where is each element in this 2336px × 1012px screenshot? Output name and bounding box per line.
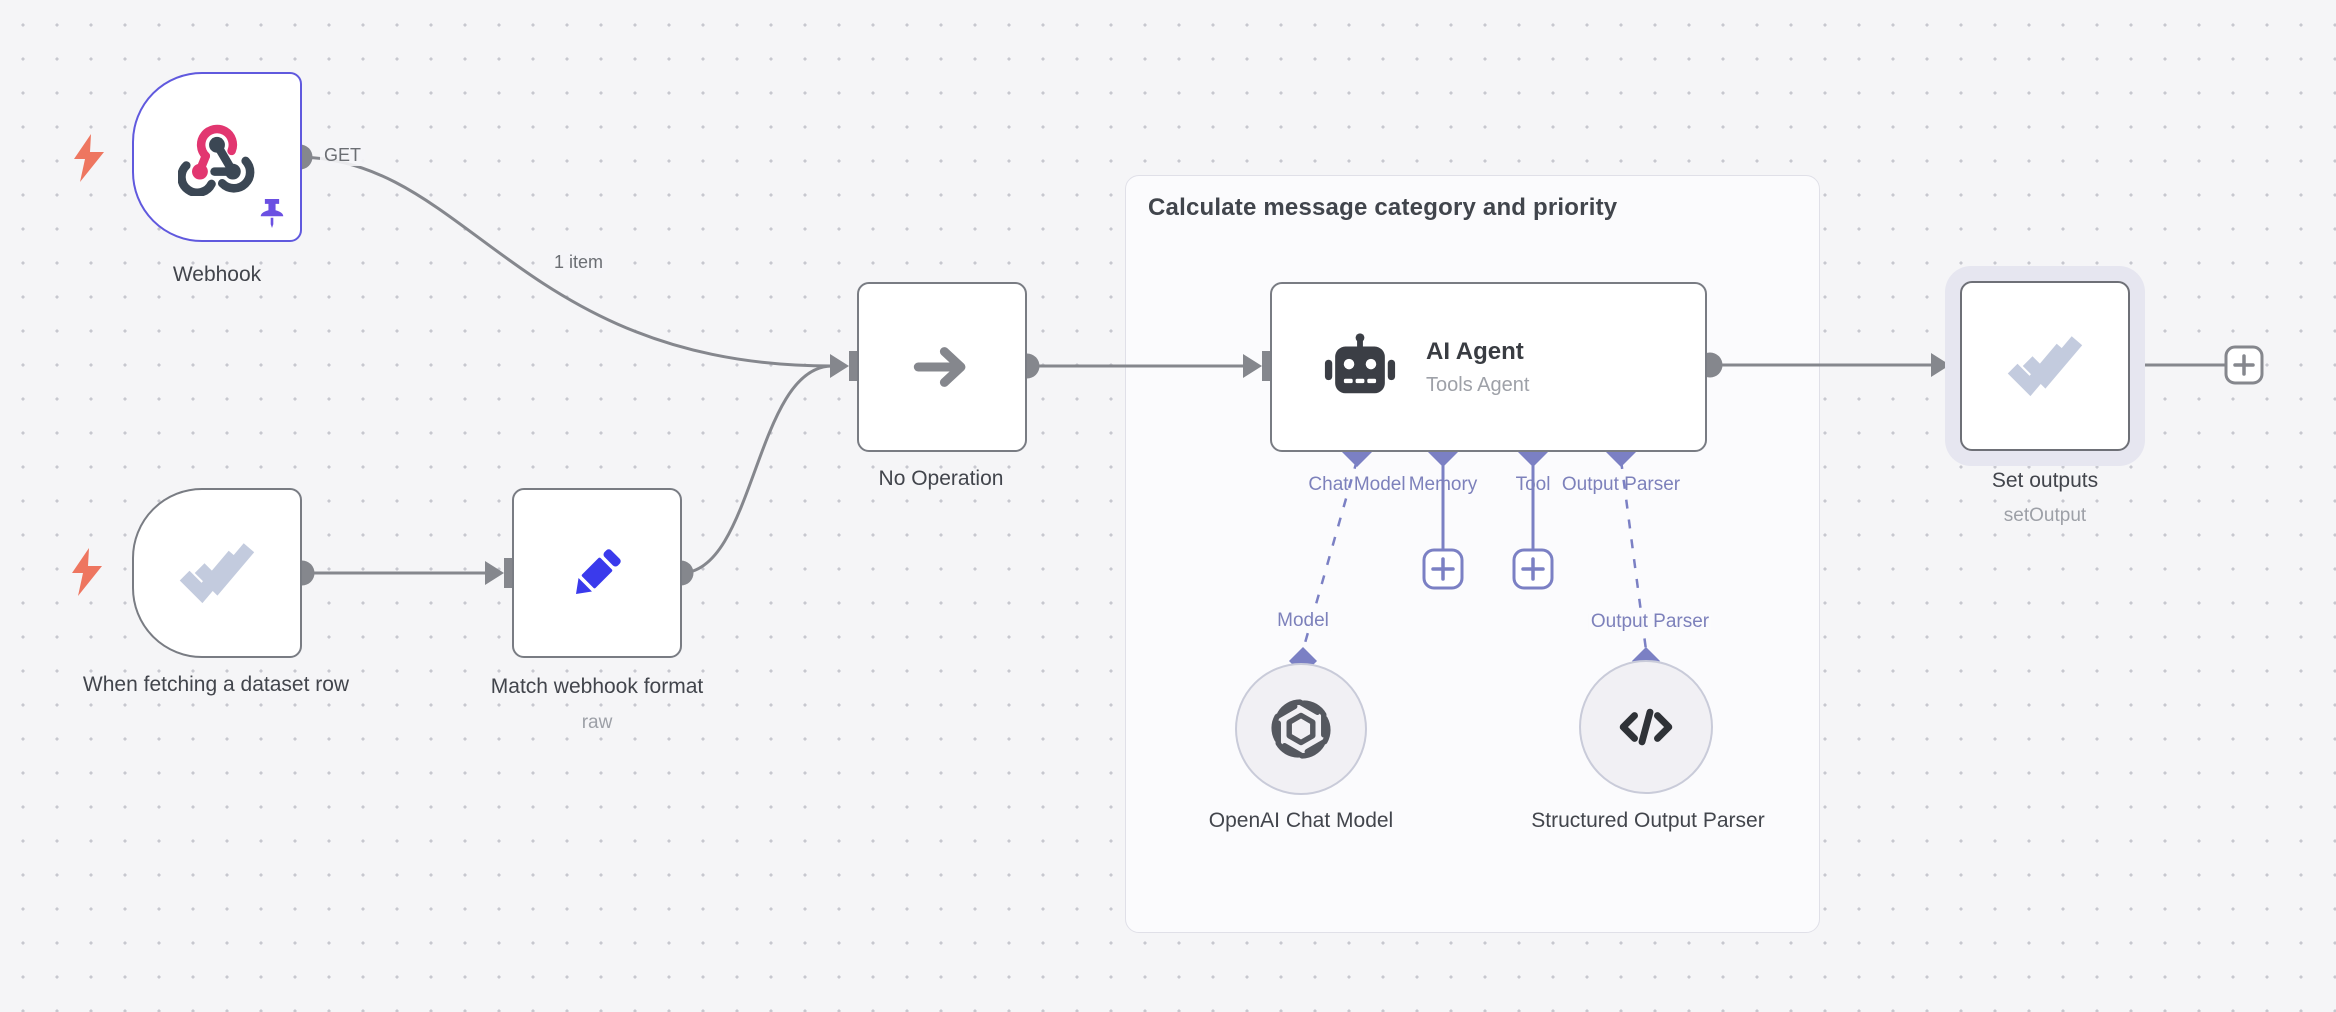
set-input-arrow bbox=[1931, 353, 1950, 377]
port-label-model: Model bbox=[1275, 610, 1331, 632]
node-set-outputs[interactable] bbox=[1960, 281, 2130, 451]
webhook-output-label: GET bbox=[320, 145, 366, 166]
edge-items-label: 1 item bbox=[550, 252, 608, 273]
agent-input-arrow bbox=[1243, 354, 1262, 378]
node-sublabel-match-format: raw bbox=[581, 712, 613, 733]
noop-input-arrow bbox=[830, 354, 849, 378]
port-label-output-parser: Output Parser bbox=[1561, 474, 1681, 495]
execute-trigger-bolt-icon[interactable] bbox=[72, 134, 106, 182]
code-icon bbox=[1619, 708, 1673, 746]
port-label-chat-model: Chat Model bbox=[1308, 474, 1406, 495]
plus-icon bbox=[1521, 557, 1545, 581]
node-structured-output-parser[interactable] bbox=[1579, 660, 1713, 794]
execute-trigger-bolt-icon[interactable] bbox=[70, 548, 104, 596]
group-title: Calculate message category and priority bbox=[1148, 194, 1618, 221]
node-title-ai-agent: AI Agent bbox=[1426, 337, 1524, 365]
double-check-icon bbox=[2007, 336, 2083, 397]
node-label-structured-output-parser: Structured Output Parser bbox=[1531, 809, 1765, 832]
node-subtitle-ai-agent: Tools Agent bbox=[1426, 373, 1530, 396]
port-label-tool: Tool bbox=[1515, 474, 1551, 495]
node-openai-chat-model[interactable] bbox=[1235, 663, 1367, 795]
node-match-format[interactable] bbox=[512, 488, 682, 658]
node-dataset-trigger[interactable] bbox=[132, 488, 302, 658]
node-sublabel-set-outputs: setOutput bbox=[2003, 505, 2087, 526]
pencil-icon bbox=[576, 549, 621, 594]
robot-icon bbox=[1324, 333, 1396, 394]
node-label-no-operation: No Operation bbox=[878, 467, 1004, 490]
node-label-set-outputs: Set outputs bbox=[1991, 469, 2099, 492]
port-label-parser: Output Parser bbox=[1588, 611, 1712, 633]
arrow-right-icon bbox=[913, 347, 966, 387]
webhook-icon bbox=[178, 124, 255, 196]
node-label-openai-chat-model: OpenAI Chat Model bbox=[1208, 809, 1394, 832]
node-label-match-format: Match webhook format bbox=[490, 675, 704, 698]
plus-icon bbox=[2233, 354, 2255, 376]
openai-icon bbox=[1271, 699, 1331, 759]
node-ai-agent[interactable]: AI Agent Tools Agent bbox=[1270, 282, 1707, 452]
plus-icon bbox=[1431, 557, 1455, 581]
pin-icon bbox=[260, 198, 284, 228]
node-webhook[interactable] bbox=[132, 72, 302, 242]
edge-match-to-noop[interactable] bbox=[680, 364, 833, 575]
port-label-memory: Memory bbox=[1408, 474, 1478, 495]
node-no-operation[interactable] bbox=[857, 282, 1027, 452]
node-label-webhook: Webhook bbox=[172, 263, 262, 286]
edge-webhook-to-noop[interactable] bbox=[299, 155, 833, 368]
match-input-arrow bbox=[485, 561, 504, 585]
node-label-dataset-trigger: When fetching a dataset row bbox=[82, 673, 350, 696]
double-check-icon bbox=[179, 543, 255, 604]
